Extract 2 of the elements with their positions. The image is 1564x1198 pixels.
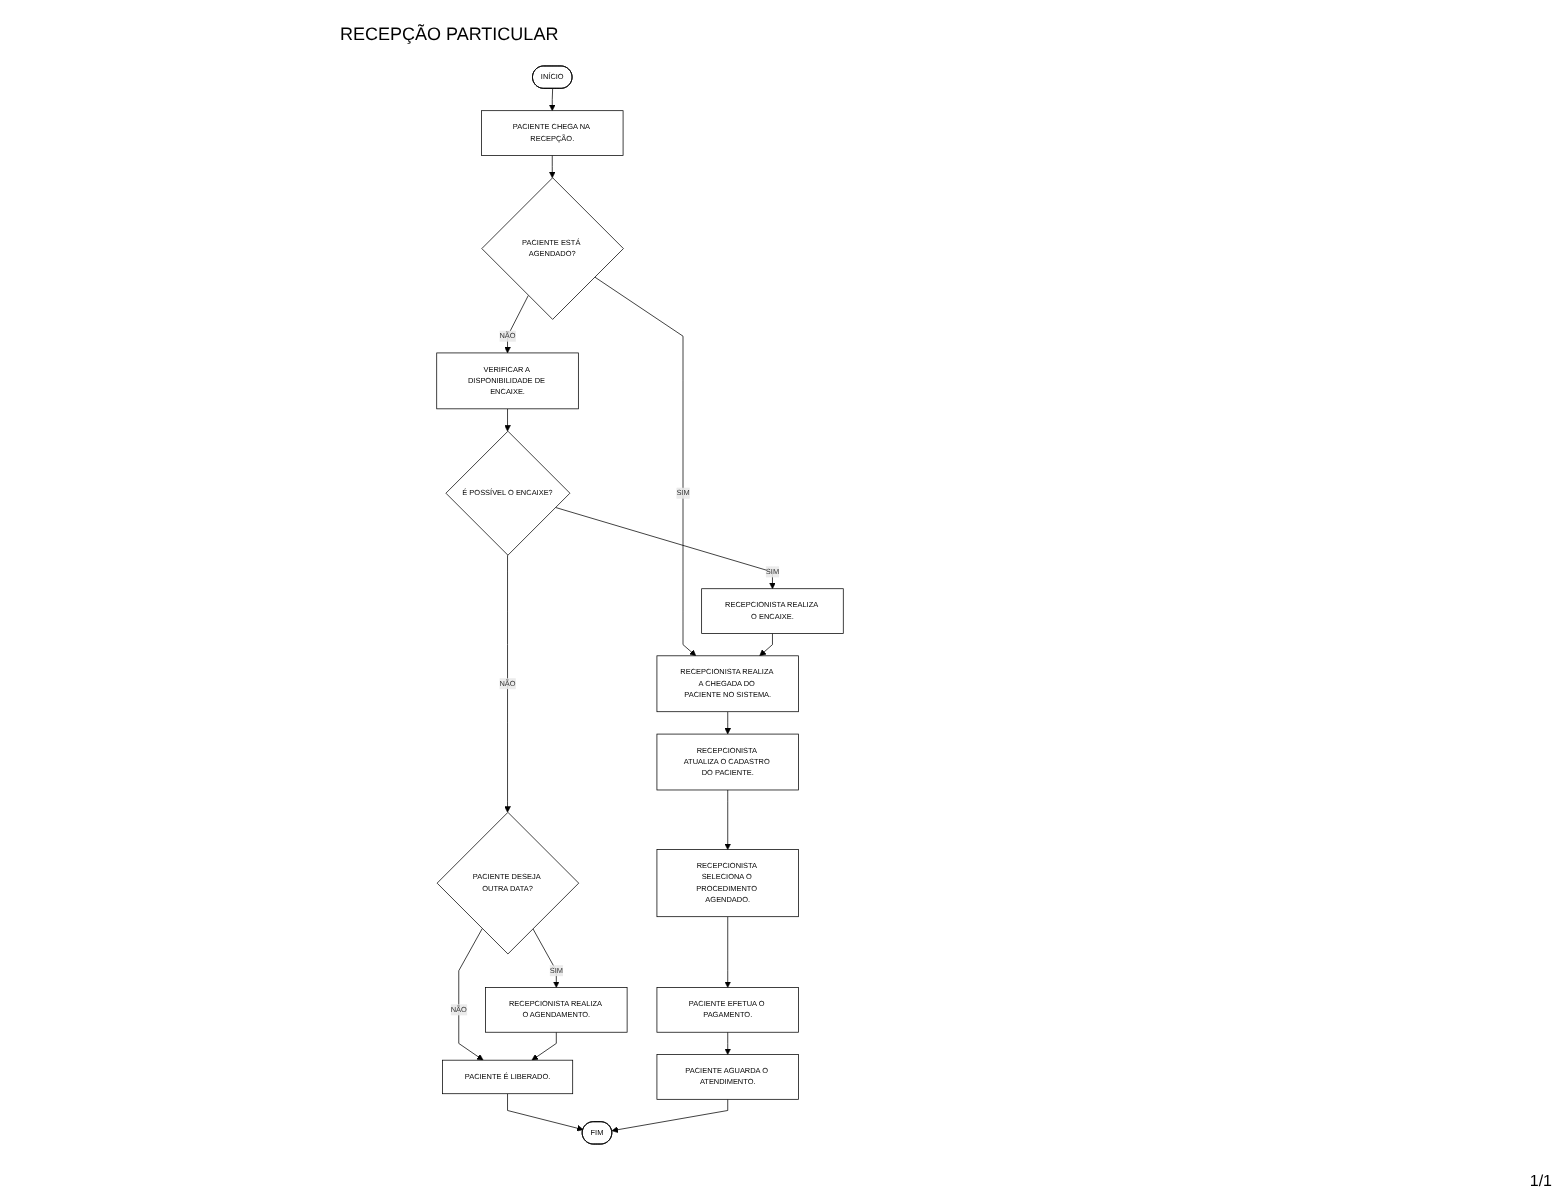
diagram-title: RECEPÇÃO PARTICULAR [340, 24, 559, 44]
page-number: 1/1 [1529, 1172, 1552, 1190]
